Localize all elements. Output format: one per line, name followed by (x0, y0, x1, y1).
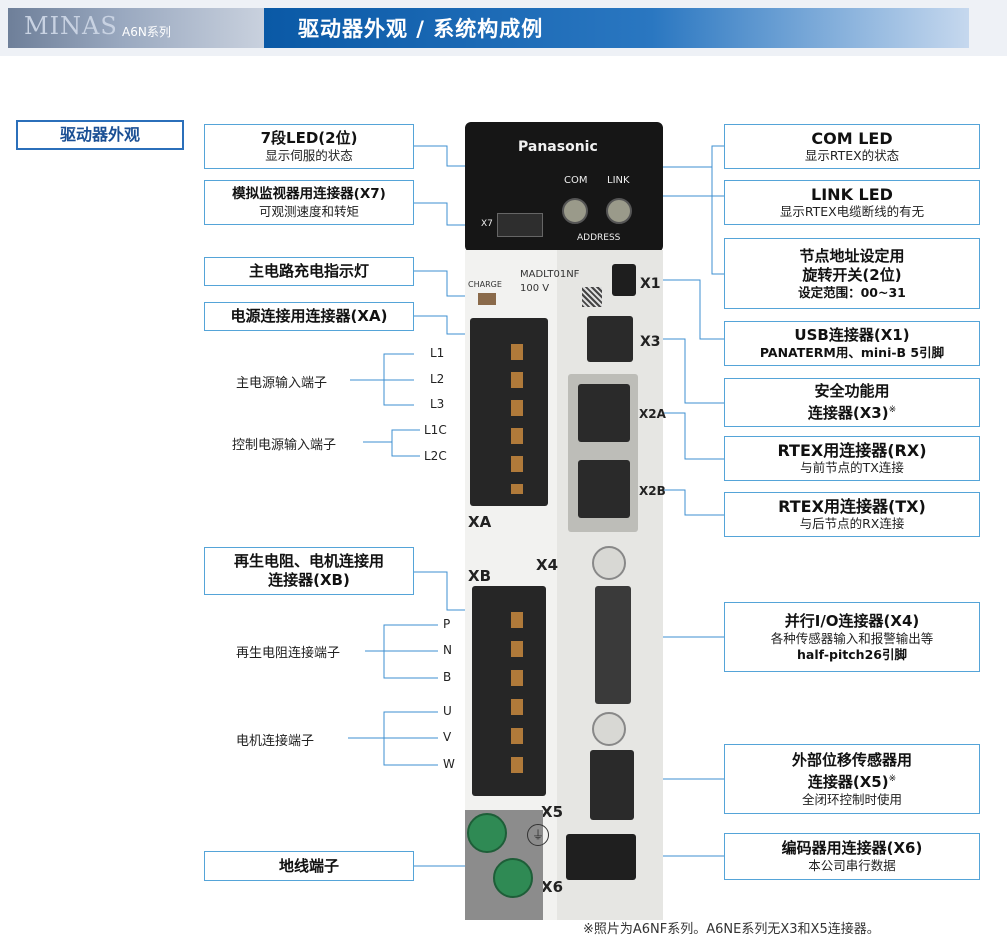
xa-connector (470, 318, 548, 506)
x6-port (566, 834, 636, 880)
label-motor: 电机连接端子 (236, 734, 315, 749)
x4-screw-top (592, 546, 626, 580)
pin-l1: L1 (430, 346, 445, 360)
x2a-port (578, 384, 630, 442)
pin-b: B (443, 670, 452, 684)
header-title-panel (264, 8, 969, 48)
callout-link-led: LINK LED 显示RTEX电缆断线的有无 (724, 180, 980, 225)
x3-port (587, 316, 633, 362)
device-maker-logo: Panasonic (518, 139, 598, 155)
rotary-switch-high[interactable] (562, 198, 588, 224)
callout-led7: 7段LED(2位) 显示伺服的状态 (204, 124, 414, 169)
line-address (626, 195, 724, 275)
callout-com-led: COM LED 显示RTEX的状态 (724, 124, 980, 169)
footnote: ※照片为A6NF系列。A6NE系列无X3和X5连接器。 (583, 922, 880, 937)
device-voltage: 100 V (520, 283, 550, 294)
footnote-mark: ※ (888, 773, 897, 784)
device-xb-label: XB (468, 567, 491, 585)
x5-port (590, 750, 634, 820)
device-xa-label: XA (468, 513, 492, 531)
callout-x5: 外部位移传感器用 连接器(X5)※ 全闭环控制时使用 (724, 744, 980, 814)
line-control-bracket (391, 429, 420, 457)
pin-l2: L2 (430, 372, 445, 386)
pin-l2c: L2C (424, 449, 447, 463)
ground-symbol-icon: ⏚ (527, 824, 549, 846)
qr-code-icon (582, 287, 602, 307)
callout-xa: 电源连接用连接器(XA) (204, 302, 414, 331)
pin-p: P (443, 617, 451, 631)
x1-port (612, 264, 636, 296)
pin-l1c: L1C (424, 423, 447, 437)
pin-w: W (443, 757, 455, 771)
xb-terminals (511, 612, 523, 784)
x4-screw-bottom (592, 712, 626, 746)
callout-x7: 模拟监视器用连接器(X7) 可观测速度和转矩 (204, 180, 414, 225)
callout-charge: 主电路充电指示灯 (204, 257, 414, 286)
line-charge (414, 270, 482, 297)
device-model: MADLT01NF (520, 269, 580, 280)
callout-rtex-rx: RTEX用连接器(RX) 与前节点的TX连接 (724, 436, 980, 481)
callout-x6: 编码器用连接器(X6) 本公司串行数据 (724, 833, 980, 880)
line-rx (641, 412, 724, 460)
rotary-switch-low[interactable] (606, 198, 632, 224)
x4-port (595, 586, 631, 704)
pin-n: N (443, 643, 452, 657)
device-x1-label: X1 (640, 276, 661, 292)
line-usb (641, 279, 724, 340)
xa-terminals (511, 344, 523, 494)
callout-ground: 地线端子 (204, 851, 414, 881)
xb-connector (472, 586, 546, 796)
page-title: 驱动器外观 / 系统构成例 (298, 17, 544, 41)
label-main-power: 主电源输入端子 (236, 376, 328, 391)
device-com-label: COM (564, 175, 588, 186)
device-x2b-label: X2B (639, 484, 666, 498)
device-x6-label: X6 (541, 878, 564, 896)
callout-xb: 再生电阻、电机连接用 连接器(XB) (204, 547, 414, 595)
ground-screw-1 (467, 813, 507, 853)
device-x7-label: X7 (481, 219, 493, 229)
pin-u: U (443, 704, 452, 718)
section-tab: 驱动器外观 (16, 120, 184, 150)
brand-logo: MINAS (24, 12, 118, 40)
series-label: A6N系列 (122, 25, 171, 39)
device-x5-label: X5 (541, 803, 564, 821)
pin-v: V (443, 730, 452, 744)
label-control-power: 控制电源输入端子 (232, 438, 337, 453)
footnote-mark: ※ (888, 405, 897, 415)
device-charge-label: CHARGE (468, 280, 502, 289)
device-x3-label: X3 (640, 334, 661, 350)
device-address-label: ADDRESS (577, 233, 621, 243)
line-tx (641, 489, 724, 516)
device-link-label: LINK (607, 175, 630, 186)
device-x4-label: X4 (536, 556, 559, 574)
line-link (626, 166, 724, 197)
header-brand-panel (8, 8, 264, 48)
callout-usb: USB连接器(X1) PANATERM用、mini-B 5引脚 (724, 321, 980, 366)
callout-address-switch: 节点地址设定用 旋转开关(2位) 设定范围：00~31 (724, 238, 980, 309)
charge-lamp (478, 293, 496, 305)
callout-safety: 安全功能用 连接器(X3)※ (724, 378, 980, 427)
device-x2a-label: X2A (639, 407, 666, 421)
pin-l3: L3 (430, 397, 445, 411)
label-regen: 再生电阻连接端子 (236, 646, 341, 661)
x2b-port (578, 460, 630, 518)
x7-port (497, 213, 543, 237)
line-safety (641, 338, 724, 404)
ground-screw-2 (493, 858, 533, 898)
callout-rtex-tx: RTEX用连接器(TX) 与后节点的RX连接 (724, 492, 980, 537)
callout-x4: 并行I/O连接器(X4) 各种传感器输入和报警输出等 half-pitch26引… (724, 602, 980, 672)
